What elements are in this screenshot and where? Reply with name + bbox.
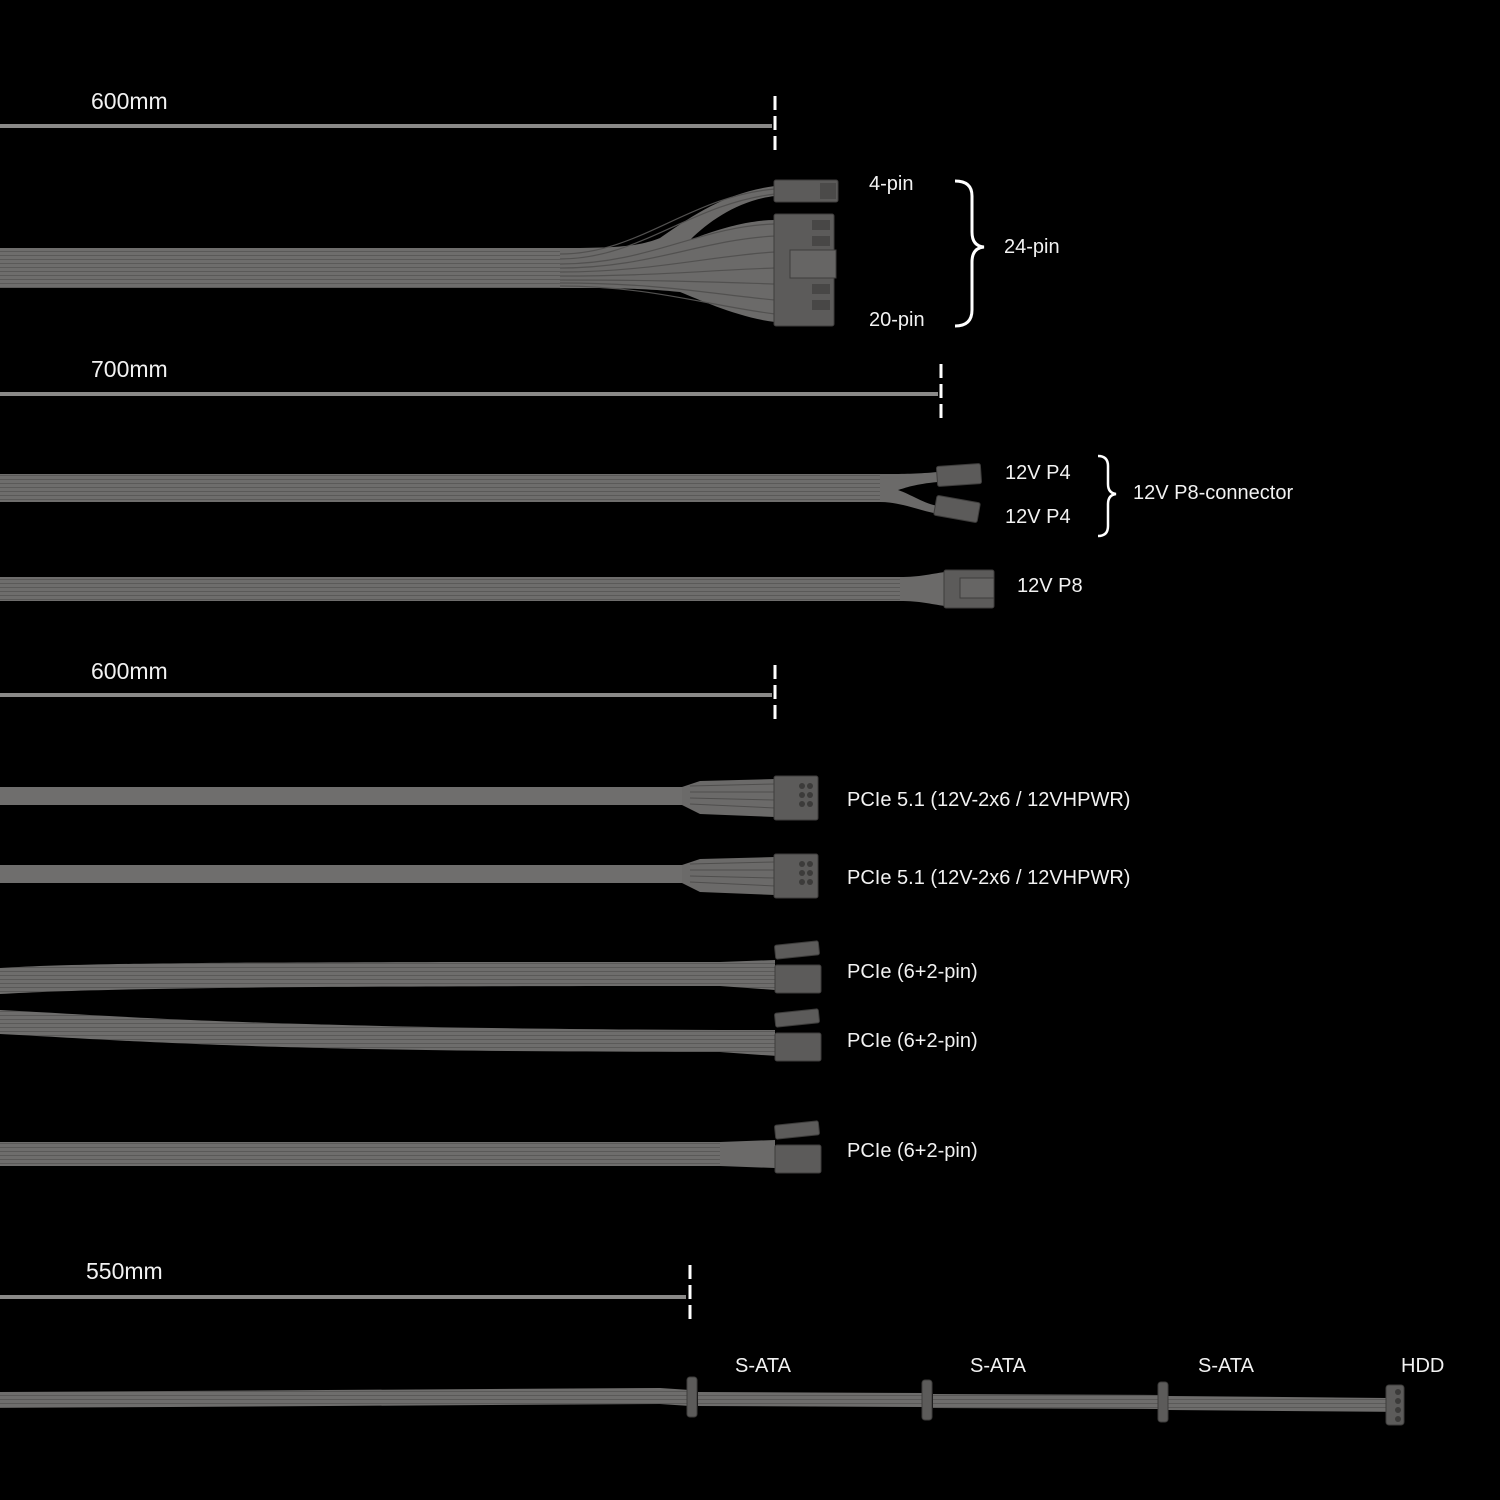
atx-24pin-cable bbox=[0, 179, 839, 327]
label-pcie51-b: PCIe 5.1 (12V-2x6 / 12VHPWR) bbox=[847, 867, 1131, 889]
label-pcie62-c: PCIe (6+2-pin) bbox=[847, 1140, 978, 1162]
label-12v-p8: 12V P8 bbox=[1017, 575, 1083, 597]
pcie62-cable-1 bbox=[0, 940, 822, 994]
label-sata-c: S-ATA bbox=[1198, 1355, 1254, 1377]
length-ruler-700mm bbox=[0, 364, 943, 424]
length-ruler-550mm bbox=[0, 1265, 692, 1325]
length-label-600mm-middle: 600mm bbox=[91, 658, 168, 684]
eps-p8-cable bbox=[0, 569, 995, 609]
length-label-700mm: 700mm bbox=[91, 356, 168, 382]
pcie51-cable-2 bbox=[0, 853, 819, 899]
label-12v-p4-b: 12V P4 bbox=[1005, 506, 1071, 528]
label-12v-p8-connector: 12V P8-connector bbox=[1133, 482, 1294, 504]
label-12v-p4-a: 12V P4 bbox=[1005, 462, 1071, 484]
label-pcie51-a: PCIe 5.1 (12V-2x6 / 12VHPWR) bbox=[847, 789, 1131, 811]
pcie62-cable-3 bbox=[0, 1120, 822, 1174]
length-ruler-600mm-middle bbox=[0, 665, 777, 725]
label-pcie62-a: PCIe (6+2-pin) bbox=[847, 961, 978, 983]
pcie51-cable-1 bbox=[0, 775, 819, 821]
label-24pin: 24-pin bbox=[1004, 236, 1060, 258]
label-sata-b: S-ATA bbox=[970, 1355, 1026, 1377]
brace-p8-connector bbox=[1097, 454, 1117, 538]
label-sata-a: S-ATA bbox=[735, 1355, 791, 1377]
label-pcie62-b: PCIe (6+2-pin) bbox=[847, 1030, 978, 1052]
eps-p4-split-cable bbox=[0, 463, 983, 523]
sata-chain-cable bbox=[0, 1376, 1405, 1426]
brace-24pin bbox=[954, 179, 985, 328]
length-label-550mm: 550mm bbox=[86, 1258, 163, 1284]
label-4pin: 4-pin bbox=[869, 173, 914, 195]
pcie62-cable-2 bbox=[0, 1008, 822, 1062]
label-20pin: 20-pin bbox=[869, 309, 925, 331]
length-ruler-600mm-top bbox=[0, 96, 777, 156]
label-hdd: HDD bbox=[1401, 1355, 1445, 1377]
length-label-600mm-top: 600mm bbox=[91, 88, 168, 114]
